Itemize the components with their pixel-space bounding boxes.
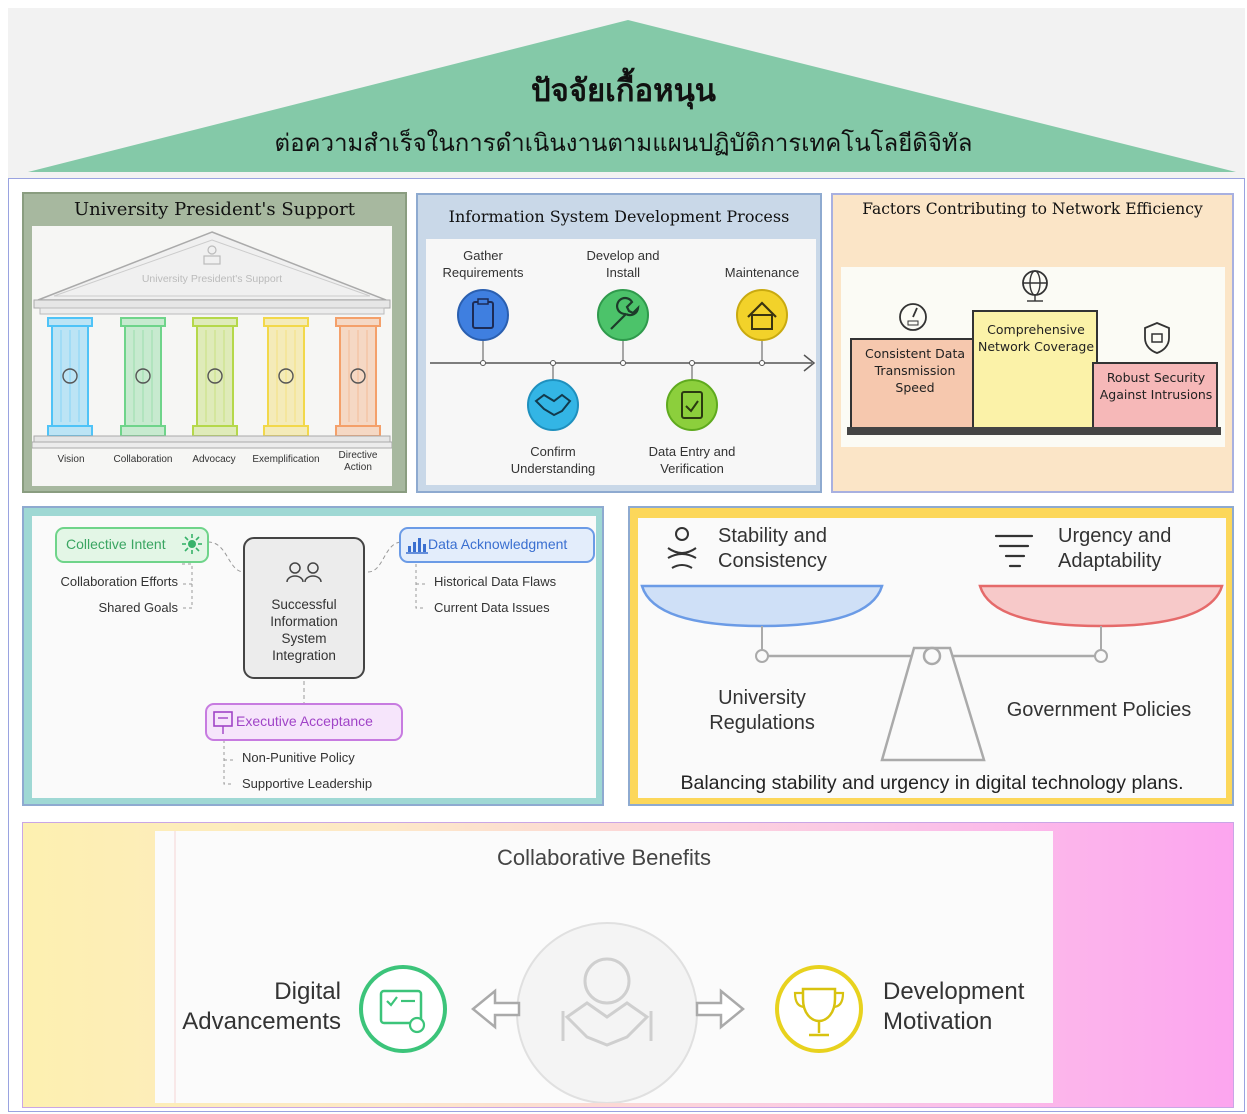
university-regulations-label: University Regulations: [709, 687, 815, 734]
sun-icon: [182, 534, 202, 554]
lock-icon: [1144, 322, 1170, 354]
pillar-label-directive-action: Directive Action: [338, 450, 378, 473]
factor-security: Robust Security Against Intrusions: [1099, 370, 1213, 402]
pillar-3: [192, 317, 238, 437]
branch-shared-goals: Shared Goals: [98, 600, 179, 615]
timeline-svg: [430, 289, 816, 431]
branch-collaboration-efforts: Collaboration Efforts: [60, 574, 178, 589]
dev-process-title: Information System Development Process: [448, 207, 790, 226]
branch-historical-flaws: Historical Data Flaws: [434, 574, 557, 589]
integration-map: Successful Information System Integratio…: [32, 516, 596, 798]
pillar-label-advocacy: Advocacy: [192, 454, 236, 465]
development-motivation-label: Development Motivation: [883, 978, 1025, 1035]
double-arrow-icon: [471, 988, 745, 1030]
step-maintenance: Maintenance: [724, 265, 800, 280]
tornado-icon: [994, 534, 1034, 568]
balance-panel: Stability and Consistency Urgency and Ad…: [628, 506, 1234, 806]
benefits-svg: [174, 831, 863, 1103]
branch-current-issues: Current Data Issues: [434, 600, 550, 615]
temple-diagram: University President's Support Vision Co…: [32, 226, 392, 486]
globe-icon: [1022, 270, 1048, 302]
target-icon: [350, 368, 366, 384]
integration-center: Successful Information System Integratio…: [270, 597, 338, 663]
balance-scale: Stability and Consistency Urgency and Ad…: [638, 518, 1226, 798]
house-icon: [736, 289, 788, 341]
checklist-icon: [666, 379, 718, 431]
temple-roof-label: University President's Support: [142, 273, 282, 285]
pillar-label-collaboration: Collaboration: [113, 454, 173, 465]
integration-svg: [55, 527, 595, 785]
trophy-icon: [775, 965, 863, 1053]
step-data-entry: Data Entry and Verification: [648, 444, 736, 476]
speedometer-icon: [899, 303, 927, 331]
urgency-heading: Urgency and Adaptability: [1058, 525, 1172, 572]
scale-svg: [640, 527, 1224, 762]
team-icon: [286, 562, 322, 583]
meditation-icon: [667, 527, 697, 569]
glasses-icon: [62, 368, 78, 384]
pillar-1: [47, 317, 93, 437]
step-gather-requirements: Gather Requirements: [442, 248, 524, 280]
branch-supportive-leadership: Supportive Leadership: [242, 776, 373, 791]
clipboard-icon: [457, 289, 509, 341]
bar-chart-icon: [406, 538, 428, 554]
step-develop-install: Develop and Install: [586, 248, 660, 280]
handshake-icon: [135, 368, 151, 384]
temple-svg: University President's Support: [32, 231, 392, 449]
executive-label: Executive Acceptance: [236, 713, 373, 729]
step-confirm-understanding: Confirm Understanding: [510, 444, 596, 476]
balance-caption: Balancing stability and urgency in digit…: [680, 772, 1184, 794]
podium-svg: [847, 270, 1221, 435]
president-support-panel: University President's Support Universit…: [22, 192, 407, 493]
benefits-panel: Collaborative Benefits Digital Advanceme…: [22, 822, 1234, 1108]
data-ack-label: Data Acknowledgment: [428, 536, 568, 552]
pillar-5: [335, 317, 381, 437]
pillar-label-vision: Vision: [57, 454, 85, 465]
page-subtitle: ต่อความสำเร็จในการดำเนินงานตามแผนปฏิบัติ…: [274, 129, 973, 157]
branch-non-punitive: Non-Punitive Policy: [242, 750, 355, 765]
roof-triangle: [8, 8, 1245, 178]
pillar-2: [120, 317, 166, 437]
handshake-icon: [527, 379, 579, 431]
government-policies-label: Government Policies: [1006, 699, 1192, 721]
network-panel: Factors Contributing to Network Efficien…: [831, 193, 1234, 493]
network-title: Factors Contributing to Network Efficien…: [862, 200, 1203, 218]
benefits-title: Collaborative Benefits: [496, 845, 711, 870]
president-support-title: University President's Support: [74, 199, 355, 220]
pillar-4: [263, 317, 309, 437]
collective-intent-label: Collective Intent: [66, 536, 166, 552]
wrench-icon: [597, 289, 649, 341]
megaphone-icon: [207, 368, 223, 384]
integration-panel: Successful Information System Integratio…: [22, 506, 604, 806]
factor-speed: Consistent Data Transmission Speed: [864, 346, 966, 395]
torch-icon: [278, 368, 294, 384]
stability-heading: Stability and Consistency: [718, 525, 827, 572]
process-timeline: Gather Requirements Develop and Install …: [426, 239, 816, 485]
network-podium: Consistent Data Transmission Speed Compr…: [841, 267, 1225, 447]
presentation-icon: [213, 711, 233, 734]
pillar-label-exemplification: Exemplification: [252, 454, 320, 465]
dev-process-panel: Information System Development Process: [416, 193, 822, 493]
page-title: ปัจจัยเกื้อหนุน: [531, 73, 716, 109]
podium-icon: [203, 245, 221, 265]
handshake-globe-icon: [561, 957, 653, 1047]
benefits-diagram: Collaborative Benefits Digital Advanceme…: [155, 831, 1053, 1103]
digital-advancements-label: Digital Advancements: [182, 978, 341, 1035]
digital-settings-icon: [359, 965, 447, 1053]
factor-coverage: Comprehensive Network Coverage: [977, 322, 1095, 354]
